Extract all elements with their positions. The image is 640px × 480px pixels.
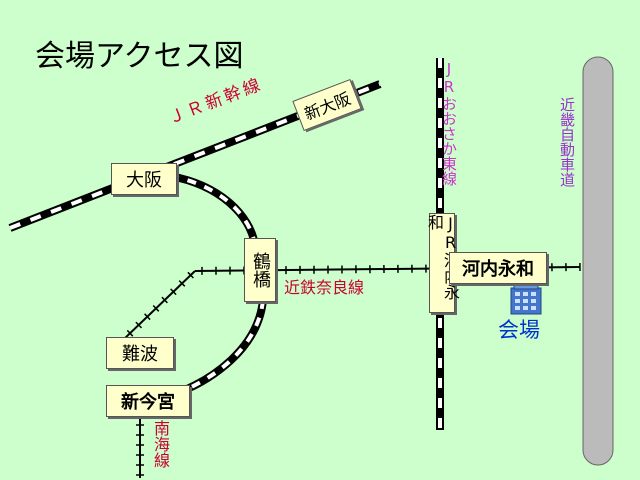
station-kawachi-eiwa: 河内永和 — [449, 252, 547, 284]
building-icon — [510, 282, 542, 315]
jr-osaka-loop-line — [169, 172, 267, 396]
station-namba: 難波 — [106, 337, 174, 369]
nankai-label: 南海線 — [151, 420, 170, 468]
station-osaka: 大阪 — [111, 163, 177, 195]
map-title: 会場アクセス図 — [35, 39, 244, 74]
station-tsuruhashi: 鶴橋 — [244, 238, 276, 302]
station-shin-imamiya: 新今宮 — [106, 385, 190, 417]
jr-osaka-higashi-label: JRおおさか東線 — [440, 60, 458, 186]
kintetsu-nara-label: 近鉄奈良線 — [284, 278, 365, 297]
kinki-expressway-label: 近畿自動車道 — [558, 97, 576, 187]
venue-label: 会場 — [498, 318, 540, 342]
nankai-line — [136, 410, 144, 478]
kinki-expressway — [582, 56, 614, 466]
